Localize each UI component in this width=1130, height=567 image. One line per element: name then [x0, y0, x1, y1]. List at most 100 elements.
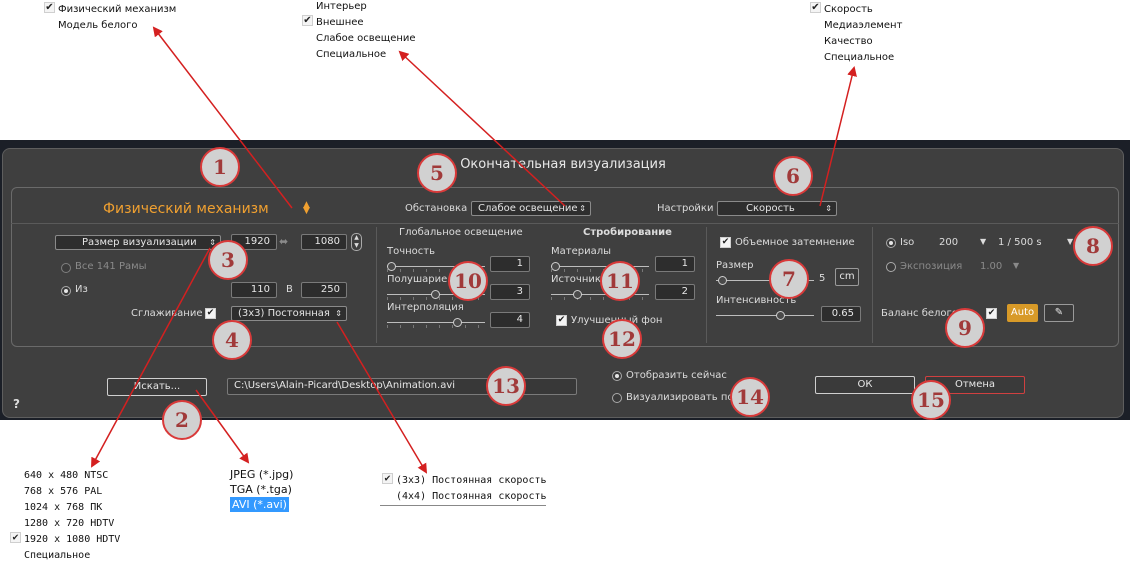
white-balance-label: Баланс белого	[881, 308, 958, 319]
menu-item[interactable]: ✔Скорость	[810, 2, 873, 15]
eyedropper-icon: ✎	[1054, 307, 1064, 318]
render-size-dropdown[interactable]: Размер визуализации⇕	[55, 235, 221, 250]
ok-button[interactable]: ОК	[815, 376, 915, 394]
dropdown-arrows-icon: ⇕	[209, 238, 216, 247]
ao-label: Объемное затемнение	[735, 237, 855, 248]
menu-item[interactable]: Медиаэлемент	[824, 20, 903, 31]
arrow-6	[819, 66, 857, 207]
dialog-title: Окончательная визуализация	[460, 157, 666, 172]
ao-unit-button[interactable]: cm	[835, 268, 859, 286]
cancel-button[interactable]: Отмена	[925, 376, 1025, 394]
eyedropper-button[interactable]: ✎	[1044, 304, 1074, 322]
hemisphere-label: Полушарие	[387, 274, 448, 285]
accuracy-input[interactable]: 1	[490, 256, 530, 272]
render-later-label: Визуализировать позже	[626, 392, 754, 403]
menu-item[interactable]: (4x4) Постоянная скорость	[396, 491, 547, 502]
improved-bg-checkbox[interactable]: ✔	[556, 315, 567, 326]
checkmark-icon: ✔	[810, 2, 821, 13]
render-now-radio[interactable]	[612, 371, 622, 381]
callout-12: 12	[602, 319, 642, 359]
checkmark-icon: ✔	[44, 2, 55, 13]
to-label: В	[286, 284, 293, 295]
environment-dropdown[interactable]: Слабое освещение⇕	[471, 201, 591, 216]
callout-10: 10	[448, 261, 488, 301]
menu-item[interactable]: Интерьер	[316, 1, 367, 12]
menu-item[interactable]: ✔(3x3) Постоянная скорость	[380, 473, 547, 489]
final-render-dialog: Окончательная визуализация Физический ме…	[2, 148, 1124, 418]
interpolation-input[interactable]: 4	[490, 312, 530, 328]
header-divider	[11, 223, 1119, 224]
size-stepper[interactable]: ▲▼	[351, 233, 362, 251]
exposure-radio[interactable]	[886, 262, 896, 272]
callout-2: 2	[162, 400, 202, 440]
engine-arrows-icon[interactable]: ▲▼	[303, 200, 310, 216]
iso-value[interactable]: 200	[939, 237, 959, 248]
accuracy-slider[interactable]	[387, 261, 485, 273]
column-divider	[706, 227, 707, 343]
file-format-menu: JPEG (*.jpg) TGA (*.tga) AVI (*.avi)	[230, 467, 293, 512]
frame-range-radio[interactable]	[61, 286, 71, 296]
antialias-dropdown[interactable]: (3x3) Постоянная⇕	[231, 306, 347, 321]
shutter-value[interactable]: 1 / 500 s	[998, 237, 1042, 248]
all-frames-radio[interactable]	[61, 263, 71, 273]
link-ratio-icon[interactable]: ⬌	[279, 235, 289, 248]
settings-dropdown[interactable]: Скорость⇕	[717, 201, 837, 216]
menu-item[interactable]: ✔1920 x 1080 HDTV	[8, 532, 120, 548]
light-sources-input[interactable]: 2	[655, 284, 695, 300]
ao-checkbox[interactable]: ✔	[720, 237, 731, 248]
materials-slider[interactable]	[551, 261, 649, 273]
ao-intensity-slider[interactable]	[716, 310, 814, 322]
height-input[interactable]: 1080	[301, 234, 347, 250]
menu-item[interactable]: 768 x 576 PAL	[24, 486, 103, 497]
settings-label: Настройки	[657, 203, 714, 214]
iso-label: Iso	[900, 237, 915, 248]
arrow-4	[336, 321, 428, 474]
menu-item[interactable]: Специальное	[316, 49, 387, 60]
menu-item[interactable]: Модель белого	[58, 20, 138, 31]
menu-item[interactable]: 1024 x 768 ПК	[24, 502, 103, 513]
interpolation-slider[interactable]	[387, 317, 485, 329]
hemisphere-slider[interactable]	[387, 289, 485, 301]
menu-item[interactable]: ✔Физический механизм	[44, 2, 177, 15]
ao-intensity-input[interactable]: 0.65	[821, 306, 861, 322]
light-sources-label: Источники света	[551, 274, 641, 285]
iso-dropdown-icon[interactable]: ▼	[980, 237, 987, 246]
menu-item[interactable]: Качество	[824, 36, 873, 47]
materials-label: Материалы	[551, 246, 611, 257]
auto-white-balance-button[interactable]: Auto	[1007, 304, 1038, 322]
callout-5: 5	[417, 153, 457, 193]
menu-item[interactable]: JPEG (*.jpg)	[230, 468, 294, 481]
environment-menu: Интерьер ✔Внешнее Слабое освещение Специ…	[300, 0, 416, 63]
render-later-radio[interactable]	[612, 393, 622, 403]
from-frame-input[interactable]: 110	[231, 282, 277, 298]
ao-size-value[interactable]: 5	[819, 273, 826, 284]
white-balance-checkbox[interactable]: ✔	[986, 308, 997, 319]
strobe-title: Стробирование	[583, 227, 672, 238]
interpolation-label: Интерполяция	[387, 302, 464, 313]
shutter-dropdown-icon[interactable]: ▼	[1067, 237, 1074, 246]
menu-item[interactable]: Слабое освещение	[316, 33, 416, 44]
dropdown-arrows-icon: ⇕	[579, 204, 586, 213]
ao-size-slider[interactable]	[716, 275, 814, 287]
menu-item-selected[interactable]: AVI (*.avi)	[230, 497, 289, 512]
arrow-5	[398, 50, 566, 207]
ao-intensity-label: Интенсивность	[716, 295, 797, 306]
help-icon[interactable]: ?	[13, 397, 20, 411]
menu-item[interactable]: Специальное	[824, 52, 895, 63]
iso-radio[interactable]	[886, 238, 896, 248]
to-frame-input[interactable]: 250	[301, 282, 347, 298]
antialias-label: Сглаживание	[131, 308, 203, 319]
menu-item[interactable]: Специальное	[24, 550, 91, 561]
hemisphere-input[interactable]: 3	[490, 284, 530, 300]
menu-item[interactable]: TGA (*.tga)	[230, 483, 292, 496]
menu-item[interactable]: 640 x 480 NTSC	[24, 470, 109, 481]
render-engine-dropdown[interactable]: Физический механизм	[103, 201, 269, 217]
callout-8: 8	[1073, 226, 1113, 266]
callout-3: 3	[208, 240, 248, 280]
menu-item[interactable]: ✔Внешнее	[302, 15, 364, 28]
materials-input[interactable]: 1	[655, 256, 695, 272]
light-sources-slider[interactable]	[551, 289, 649, 301]
antialias-checkbox[interactable]: ✔	[205, 308, 216, 319]
menu-item[interactable]: 1280 x 720 HDTV	[24, 518, 115, 529]
